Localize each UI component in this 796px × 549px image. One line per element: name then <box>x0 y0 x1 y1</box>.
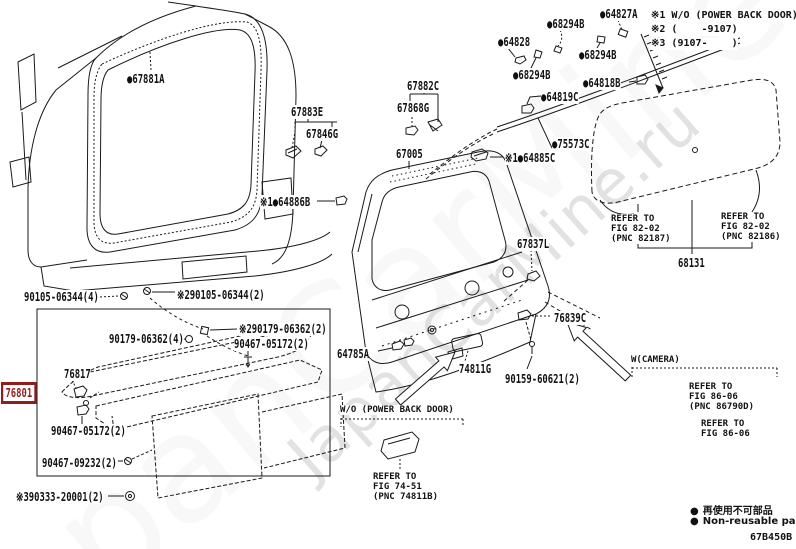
part-label-90467-05172-b[interactable]: 90467-05172(2) <box>51 424 126 438</box>
part-label-64886b[interactable]: ※1●64886B <box>260 195 311 209</box>
filled-circle-icon: ● <box>690 516 699 527</box>
part-label-67846g[interactable]: 67846G <box>306 127 339 141</box>
part-label-76839c[interactable]: 76839C <box>554 311 587 325</box>
part-label-67005[interactable]: 67005 <box>396 147 423 161</box>
part-label-67837l[interactable]: 67837L <box>517 237 550 251</box>
part-label-90467-05172-a[interactable]: 90467-05172(2) <box>234 337 309 351</box>
part-label-75573c[interactable]: ●75573C <box>552 137 590 151</box>
part-label-68294b-3[interactable]: ●68294B <box>513 68 551 82</box>
part-label-67882c[interactable]: 67882C <box>407 79 440 93</box>
part-label-76801-highlighted[interactable]: 76801 <box>1 382 37 404</box>
part-label-67868g[interactable]: 67868G <box>397 101 430 115</box>
part-label-64818b[interactable]: ●64818B <box>583 76 621 90</box>
ref-fig-82-02-a: REFER TO FIG 82-02 (PNC 82187) <box>611 214 671 244</box>
ref-fig-74-51: REFER TO FIG 74-51 (PNC 74811B) <box>373 472 439 502</box>
part-label-90159-60621[interactable]: 90159-60621(2) <box>505 372 580 386</box>
filled-circle-icon: ● <box>690 506 699 517</box>
footnote-3: ※3 (9107- ) <box>651 38 738 50</box>
rear-spoiler-garnish <box>380 431 420 470</box>
annotation-wo-power-back-door: W/O (POWER BACK DOOR) <box>340 405 454 415</box>
part-label-76817[interactable]: 76817 <box>64 367 91 381</box>
legend-non-reusable-en: ●Non-reusable part <box>690 516 796 527</box>
tailgate-panel <box>351 150 601 393</box>
view-arrow-hatched-icon <box>640 33 668 94</box>
part-label-90179-06362-4[interactable]: 90179-06362(4) <box>109 332 184 346</box>
part-label-67883e[interactable]: 67883E <box>291 105 324 119</box>
part-label-90333-20001[interactable]: ※390333-20001(2) <box>16 490 104 504</box>
part-label-64819c[interactable]: ●64819C <box>541 90 579 104</box>
arrow-icon-2 <box>566 321 632 382</box>
wo-pbd-bracket <box>340 418 464 427</box>
ref-fig-86-06-a: REFER TO FIG 86-06 (PNC 86790D) <box>689 382 755 412</box>
part-label-64828[interactable]: ●64828 <box>498 35 531 49</box>
legend-jp-text: 再使用不可部品 <box>702 506 773 517</box>
footnote-2: ※2 ( -9107) <box>651 24 738 36</box>
part-label-90467-09232[interactable]: 90467-09232(2) <box>42 456 117 470</box>
ref-fig-82-02-b: REFER TO FIG 82-02 (PNC 82186) <box>721 212 781 242</box>
annotation-w-camera: W(CAMERA) <box>631 355 680 365</box>
w-camera-bracket <box>631 367 778 377</box>
part-label-68294b-1[interactable]: ●68294B <box>547 17 585 31</box>
legend-non-reusable-jp: ●再使用不可部品 <box>690 502 773 517</box>
part-label-64827a[interactable]: ●64827A <box>600 7 638 21</box>
part-label-64885c[interactable]: ※1●64885C <box>505 151 556 165</box>
part-label-90105-06344-2[interactable]: ※290105-06344(2) <box>177 288 265 302</box>
ref-fig-86-06-b: REFER TO FIG 86-06 <box>701 419 750 439</box>
part-label-67881a[interactable]: ●67881A <box>127 72 165 86</box>
arrow-icon <box>394 351 456 406</box>
car-rear-outline <box>9 1 333 292</box>
footnote-1: ※1 W/O (POWER BACK DOOR) <box>651 10 796 22</box>
part-label-68294b-2[interactable]: ●68294B <box>579 48 617 62</box>
part-label-64785a[interactable]: 64785A <box>337 347 370 361</box>
weatherstrip <box>425 37 741 180</box>
part-label-74811g[interactable]: 74811G <box>459 362 492 376</box>
part-label-90179-06362-2[interactable]: ※290179-06362(2) <box>239 322 327 336</box>
part-label-90105-06344-4[interactable]: 90105-06344(4) <box>24 290 99 304</box>
legend-en-text: Non-reusable part <box>702 516 796 527</box>
diagram-code: 67B450B <box>750 532 793 543</box>
part-label-68131[interactable]: 68131 <box>678 256 705 270</box>
